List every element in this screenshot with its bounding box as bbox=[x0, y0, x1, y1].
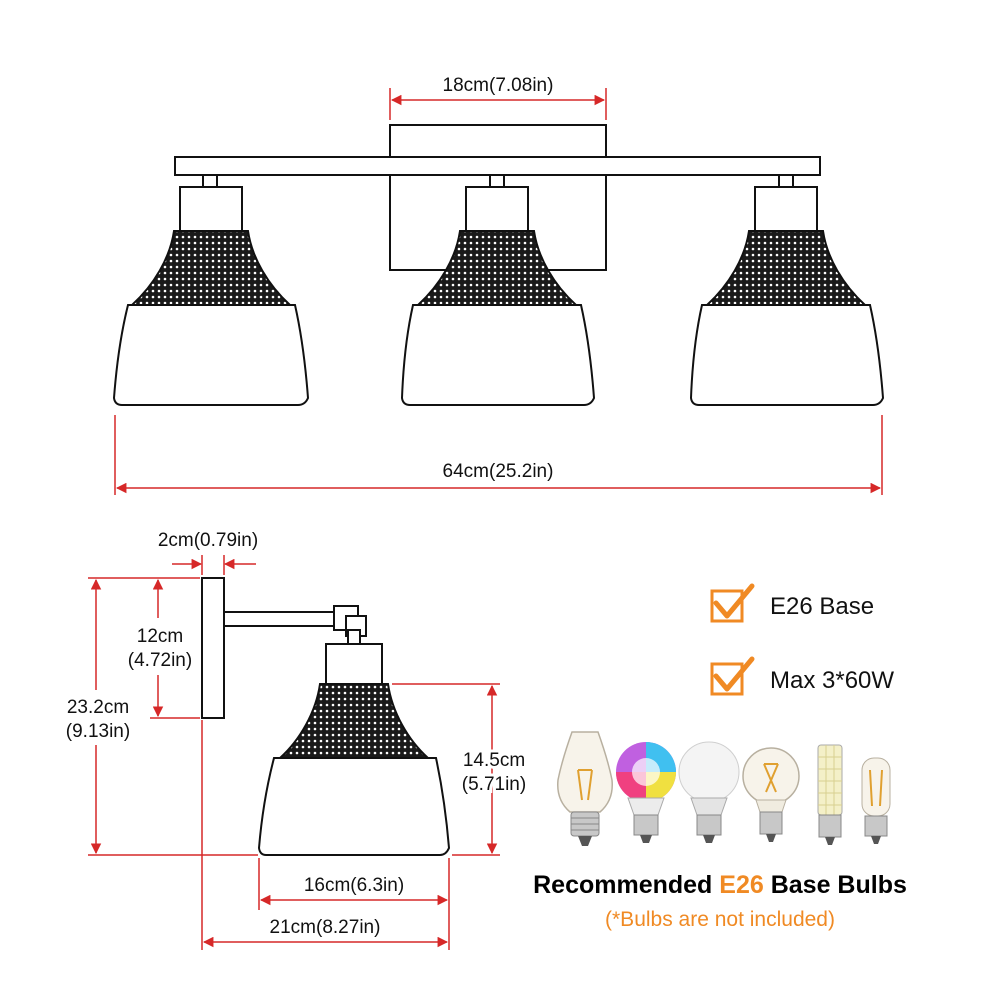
bulbs-not-included-note: (*Bulbs are not included) bbox=[605, 908, 835, 931]
side-arm bbox=[223, 611, 337, 627]
label-shade-width: 16cm(6.3in) bbox=[304, 875, 404, 896]
side-socket bbox=[325, 643, 383, 685]
bulb-row bbox=[557, 731, 891, 846]
feature-list: E26 Base Max 3*60W bbox=[710, 583, 894, 696]
label-shade-height-cm: 14.5cm bbox=[463, 750, 525, 771]
side-view: 2cm(0.79in) 23.2cm (9.13in) 12cm (4.72in… bbox=[66, 530, 529, 950]
label-backplate-depth: 2cm(0.79in) bbox=[158, 530, 258, 551]
dim-shade-width bbox=[258, 858, 450, 910]
feature-label: E26 Base bbox=[770, 593, 874, 620]
dim-extension bbox=[201, 720, 450, 950]
label-total-height-cm: 23.2cm bbox=[67, 697, 129, 718]
crossbar bbox=[174, 156, 821, 176]
label-shade-height-in: (5.71in) bbox=[462, 774, 526, 795]
checkbox-icon bbox=[710, 583, 755, 623]
feature-item: Max 3*60W bbox=[710, 656, 894, 696]
dim-total-height bbox=[88, 577, 258, 856]
dim-shade-height bbox=[392, 683, 500, 856]
rgb-bulb-icon bbox=[616, 742, 676, 843]
feature-item: E26 Base bbox=[710, 583, 874, 623]
lamp-right bbox=[689, 174, 885, 406]
feature-label: Max 3*60W bbox=[770, 667, 894, 694]
dim-arm-height bbox=[150, 578, 200, 719]
dim-backplate-width bbox=[389, 88, 607, 120]
label-extension: 21cm(8.27in) bbox=[270, 917, 381, 938]
side-backplate bbox=[201, 577, 225, 719]
side-shade bbox=[257, 757, 451, 856]
a19-bulb-icon bbox=[678, 741, 740, 843]
corn-bulb-icon bbox=[817, 744, 843, 845]
checkbox-icon bbox=[710, 656, 755, 696]
tube-bulb-icon bbox=[861, 757, 891, 844]
label-arm-height-cm: 12cm bbox=[137, 626, 183, 647]
label-arm-height-in: (4.72in) bbox=[128, 650, 192, 671]
front-view: 18cm(7.08in) 64cm(25.2in) bbox=[112, 75, 885, 495]
dim-total-width bbox=[114, 415, 883, 495]
label-total-width: 64cm(25.2in) bbox=[443, 461, 554, 482]
side-mesh bbox=[277, 683, 431, 759]
e26-highlight: E26 bbox=[719, 871, 763, 899]
label-backplate-width: 18cm(7.08in) bbox=[443, 75, 554, 96]
recommended-heading: Recommended E26 Base Bulbs bbox=[533, 871, 907, 899]
label-total-height-in: (9.13in) bbox=[66, 721, 130, 742]
lamp-center bbox=[400, 174, 596, 406]
lamp-left bbox=[112, 174, 310, 406]
st64-bulb-icon bbox=[557, 731, 613, 846]
dim-backplate-depth bbox=[172, 555, 256, 575]
filament-bulb-icon bbox=[742, 747, 800, 842]
